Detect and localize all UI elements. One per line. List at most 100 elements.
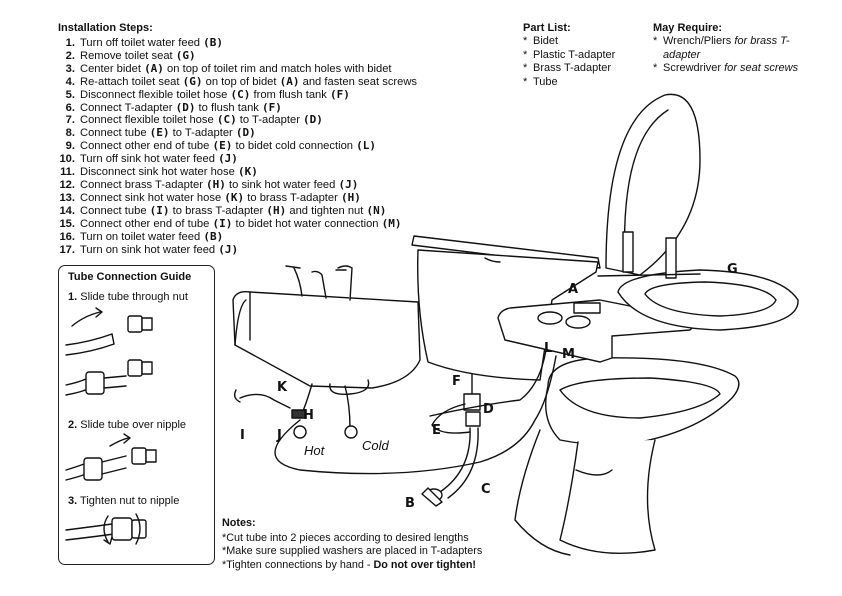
label-k: K: [277, 380, 288, 395]
may-require-title: May Require:: [653, 22, 723, 34]
installation-step: 4. Re-attach toilet seat (G) on top of bi…: [58, 74, 418, 89]
step-text: Re-attach toilet seat: [80, 75, 183, 88]
toilet-bowl: [514, 357, 740, 556]
note-line-1: *Cut tube into 2 pieces according to des…: [222, 532, 469, 545]
installation-step: 6.Connect T-adapter (D) to flush tank (F…: [58, 101, 417, 115]
step-text: to sink hot water feed: [225, 178, 339, 191]
installation-step: 2.Remove toilet seat (G): [58, 48, 417, 63]
step-number: 2.: [65, 49, 75, 62]
step-number: 3.: [65, 62, 75, 75]
installation-steps-title: Installation Steps:: [58, 22, 153, 34]
installation-step: 17.Turn on sink hot water feed (J): [58, 243, 417, 257]
note-line-2: *Make sure supplied washers are placed i…: [222, 545, 483, 558]
installation-step: 7.Connect flexible toilet hose (C) to T-…: [58, 113, 417, 127]
step-text: to T-adapter: [169, 127, 236, 140]
step-text: Turn off toilet water feed: [80, 37, 204, 49]
part-name: Brass T-adapter: [533, 62, 612, 75]
step-text: Connect sink hot water hose: [80, 191, 225, 204]
part-reference: (C): [230, 87, 251, 101]
installation-step: 8.Connect tube (E) to T-adapter (D): [58, 126, 417, 140]
part-reference: (G): [175, 48, 196, 62]
step-number: 9.: [65, 140, 75, 153]
part-list-item: *Plastic T-adapter: [523, 48, 616, 61]
part-reference: (K): [237, 165, 258, 179]
step-text: Disconnect sink hot water hose: [80, 166, 238, 179]
installation-step: 11. Disconnect sink hot water hose (K): [58, 165, 417, 179]
part-list-title: Part List:: [523, 22, 571, 34]
part-list-item: *Bidet: [523, 35, 559, 48]
label-j: J: [277, 428, 282, 443]
may-require: May Require: *Wrench/Pliers for brass T-…: [653, 22, 803, 76]
label-c: C: [481, 482, 491, 497]
tool-purpose: for brass T-adapter: [663, 35, 790, 61]
step-number: 15.: [59, 217, 75, 230]
step-text: to flush tank: [195, 101, 262, 114]
part-reference: (L): [356, 139, 377, 153]
step-number: 12.: [59, 178, 75, 191]
part-reference: (G): [182, 74, 203, 88]
part-reference: (F): [329, 87, 350, 101]
part-list: Part List: *Bidet*Plastic T-adapter*Bras…: [523, 22, 615, 89]
step-text: to T-adapter: [236, 114, 304, 127]
label-b: B: [405, 496, 415, 511]
label-a: A: [568, 282, 579, 297]
step-text: Disconnect flexible toilet hose: [80, 88, 231, 101]
step-text: Connect tube: [80, 127, 150, 140]
step-text: to brass T-adapter: [244, 191, 341, 204]
toilet-supply: [421, 373, 481, 507]
notes: Notes: *Cut tube into 2 pieces according…: [222, 517, 482, 572]
part-name: Plastic T-adapter: [533, 48, 616, 61]
label-l: L: [544, 341, 553, 356]
installation-step: 10.Turn off sink hot water feed (J): [58, 152, 417, 166]
may-require-item: *Wrench/Pliers for brass T-adapter: [653, 35, 790, 61]
step-text: on top of bidet: [202, 75, 280, 88]
installation-steps-list: 1.Turn off toilet water feed (B)2.Remove…: [58, 36, 418, 257]
installation-step: 14.Connect tube (I) to brass T-adapter (…: [58, 204, 417, 218]
step-text: Connect other end of tube: [80, 140, 213, 153]
part-reference: (B): [203, 36, 224, 49]
step-number: 5.: [65, 88, 75, 101]
step-text: Connect tube: [80, 204, 150, 217]
part-reference: (D): [303, 113, 323, 127]
part-list-item: *Tube: [523, 75, 558, 88]
tube-connection-guide-title: Tube Connection Guide: [68, 271, 192, 283]
step-number: 17.: [59, 243, 75, 256]
step-text: Center bidet: [80, 62, 145, 75]
note-line-3: *Tighten connections by hand - Do not ov…: [222, 558, 477, 571]
sink-hoses: [233, 383, 358, 439]
installation-step: 15.Connect other end of tube (I) to bide…: [58, 216, 417, 231]
step-number: 16.: [59, 230, 75, 243]
step-number: 4.: [65, 75, 75, 88]
installation-step: 13.Connect sink hot water hose (K) to br…: [58, 190, 417, 205]
step-text: Turn on sink hot water feed: [80, 243, 219, 256]
step-number: 11.: [60, 166, 75, 179]
part-reference: (B): [203, 229, 224, 243]
installation-step: 1. Turn off toilet water feed (B): [58, 36, 417, 50]
tool-name: Screwdriver: [663, 62, 725, 75]
part-reference: (K): [224, 190, 245, 204]
part-reference: (E): [149, 126, 170, 140]
step-number: 6.: [65, 101, 75, 114]
tube-connection-guide-panel: [58, 265, 215, 565]
part-reference: (H): [340, 190, 361, 204]
step-text: Turn off sink hot water feed: [80, 153, 219, 166]
tool-name: Wrench/Pliers: [663, 35, 735, 48]
step-text: Connect other end of tube: [80, 217, 213, 230]
step-number: 8.: [65, 127, 75, 140]
part-reference: (C): [216, 113, 237, 127]
step-text: to brass T-adapter: [169, 204, 267, 217]
part-reference: (I): [212, 216, 233, 230]
part-reference: (E): [212, 139, 233, 153]
part-reference: (A): [144, 61, 164, 75]
sink: [232, 265, 421, 395]
tool-purpose: for seat screws: [724, 62, 799, 75]
may-require-item: *Screwdriver for seat screws: [653, 62, 799, 75]
step-text: Connect brass T-adapter: [80, 178, 207, 191]
step-number: 1.: [65, 37, 75, 49]
part-reference: (M): [381, 216, 402, 230]
step-number: 7.: [65, 114, 75, 127]
step-text: and fasten seat screws: [299, 75, 418, 88]
label-f: F: [452, 374, 461, 389]
toilet-seat: [597, 93, 799, 331]
